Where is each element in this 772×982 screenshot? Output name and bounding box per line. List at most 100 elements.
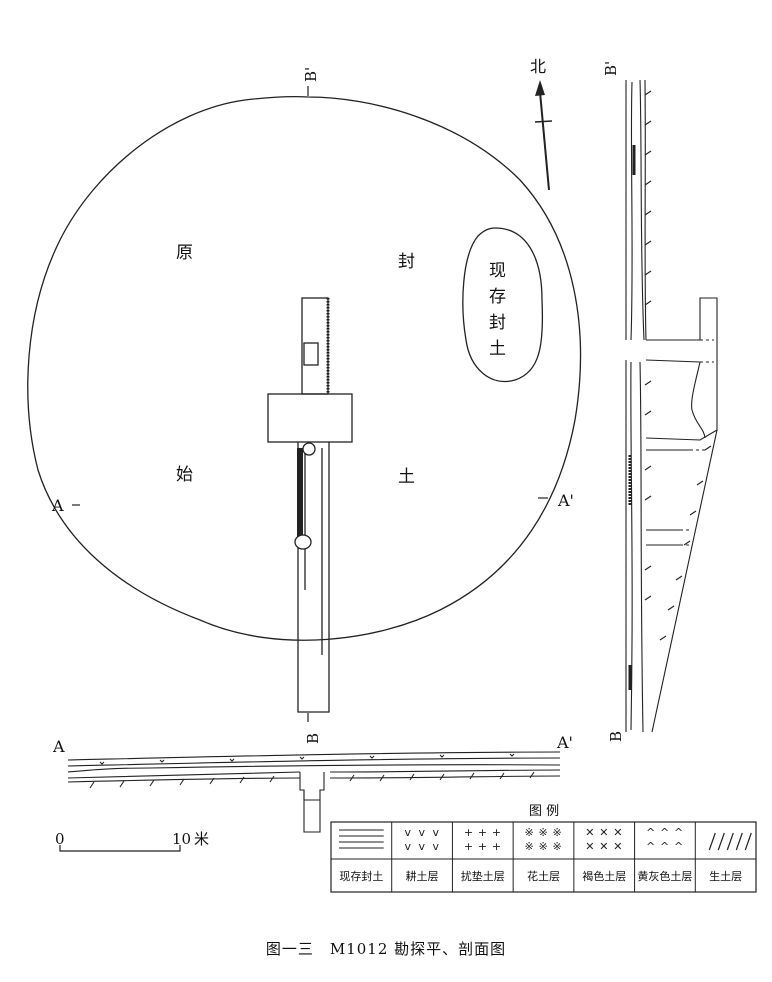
svg-text:v: v	[418, 826, 425, 839]
section-b-ticks	[644, 90, 712, 641]
tomb-small-chamber	[303, 342, 319, 366]
north-arrow: 北	[530, 57, 553, 191]
section-b-bay	[691, 361, 706, 439]
scale-end: 10	[172, 830, 191, 848]
original-mound-outline	[27, 95, 582, 641]
tomb-shaft	[267, 297, 353, 713]
existing-mound-char-4: 土	[489, 339, 506, 359]
section-b-label-top: B'	[602, 61, 620, 76]
svg-text:+: +	[492, 840, 501, 853]
svg-text:※: ※	[539, 826, 548, 839]
north-label: 北	[530, 57, 546, 76]
svg-text:+: +	[492, 826, 501, 839]
figure-caption: 图一三 M1012 勘探平、剖面图	[265, 940, 507, 958]
svg-text:✕: ✕	[613, 840, 622, 853]
tomb-round-feature-mid	[294, 534, 312, 550]
svg-text:※: ※	[553, 826, 562, 839]
existing-mound-char-3: 封	[489, 313, 506, 333]
legend-symbol-cross: ++++++	[464, 826, 501, 853]
legend-title: 图 例	[529, 804, 559, 819]
svg-text:✕: ✕	[599, 840, 608, 853]
scale-start: 0	[55, 830, 65, 848]
svg-text:+: +	[464, 826, 473, 839]
existing-mound-outline	[462, 227, 544, 382]
north-arrow-shaft	[539, 91, 550, 191]
svg-text:^: ^	[660, 826, 669, 839]
tomb-main-chamber	[267, 393, 353, 443]
legend-label: 花土层	[527, 870, 560, 883]
section-b-line-4	[644, 79, 647, 341]
legend-symbol-x: ✕✕✕✕✕✕	[585, 826, 622, 853]
section-a-line-1	[67, 751, 561, 761]
legend-label: 扰垫土层	[461, 869, 505, 883]
north-arrow-head	[535, 80, 545, 96]
legend-symbol-caret: ^^^^^^	[646, 826, 683, 853]
legend-frame	[330, 821, 757, 893]
section-a-label-left: A	[52, 737, 65, 756]
svg-text:✕: ✕	[599, 826, 608, 839]
svg-text:^: ^	[674, 840, 683, 853]
section-b-shaft	[645, 297, 718, 441]
scale-unit: 米	[194, 830, 209, 848]
section-b-line-2	[630, 81, 633, 731]
legend-label: 黄灰色土层	[637, 869, 692, 883]
section-a-shaft	[299, 772, 325, 833]
section-b-shaft-mid	[645, 359, 701, 363]
svg-text:^: ^	[660, 840, 669, 853]
tomb-north-passage	[301, 297, 329, 395]
svg-text:^: ^	[674, 826, 683, 839]
svg-text:※: ※	[539, 840, 548, 853]
legend-symbol-lines	[339, 829, 384, 849]
plan-label-b-top: B'	[302, 67, 320, 82]
svg-text:✕: ✕	[585, 840, 594, 853]
section-a-label-right: A'	[556, 733, 573, 752]
svg-text:v: v	[432, 826, 439, 839]
label-shi: 始	[176, 465, 193, 485]
svg-text:v: v	[404, 840, 411, 853]
tomb-ramp	[297, 442, 330, 713]
legend-symbol-slash	[708, 832, 752, 851]
section-a-line-5	[67, 775, 561, 783]
svg-text:v: v	[418, 840, 425, 853]
svg-text:✕: ✕	[613, 826, 622, 839]
scale-bar: 0 10 米	[55, 830, 209, 852]
svg-text:※: ※	[525, 826, 534, 839]
plan-label-a-right: A'	[557, 491, 574, 510]
section-a-line-4	[67, 769, 561, 779]
svg-text:※: ※	[525, 840, 534, 853]
svg-text:+: +	[478, 826, 487, 839]
section-b-lower-taper	[651, 429, 718, 733]
svg-text:^: ^	[646, 826, 655, 839]
label-yuan: 原	[176, 243, 193, 263]
section-a-line-2	[67, 757, 561, 767]
section-a-marks	[99, 753, 515, 765]
svg-text:^: ^	[646, 840, 655, 853]
label-feng: 封	[398, 252, 415, 272]
legend-symbol-snow: ※※※※※※	[525, 826, 562, 853]
section-b-line-3	[639, 79, 645, 733]
existing-mound-char-1: 现	[489, 261, 506, 281]
svg-text:※: ※	[553, 840, 562, 853]
plan-label-b-bottom: B	[304, 733, 322, 744]
existing-mound-char-2: 存	[489, 287, 506, 307]
section-b-view: B' B	[602, 61, 718, 742]
svg-text:v: v	[432, 840, 439, 853]
north-arrow-crossbar	[534, 120, 553, 123]
label-tu: 土	[398, 467, 415, 487]
legend-label: 生土层	[709, 869, 742, 883]
section-a-shaft-inner	[303, 790, 320, 801]
legend-label: 现存封土	[339, 869, 383, 883]
section-a-ticks	[89, 771, 535, 789]
plan-label-a-left: A	[51, 496, 64, 515]
plan-view: 原 封 始 土 现 存 封 土 A A' B' B 北	[27, 57, 582, 744]
svg-text:✕: ✕	[585, 826, 594, 839]
legend-label: 褐色土层	[582, 869, 626, 883]
tomb-ramp-dark-band	[297, 448, 303, 540]
tomb-round-feature-top	[302, 442, 316, 456]
section-a-view: A A'	[52, 733, 573, 833]
svg-text:+: +	[478, 840, 487, 853]
